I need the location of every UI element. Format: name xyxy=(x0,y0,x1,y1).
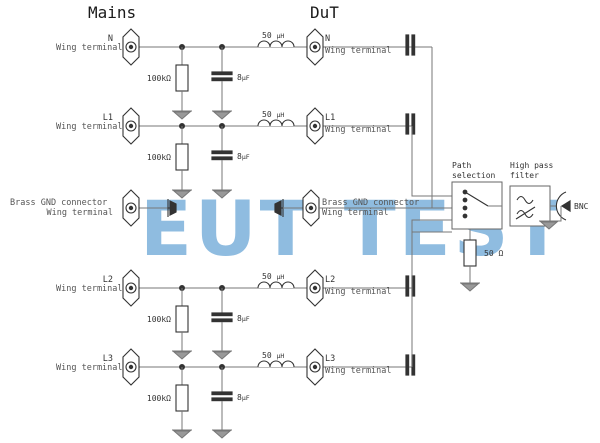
label-mains-gnd-wing: Wing terminal xyxy=(46,208,113,218)
chassis-ground-mains xyxy=(167,199,177,217)
label-inductor-L2: 50 µH xyxy=(262,272,284,281)
gnd-row: Brass GND connector Wing terminal Brass … xyxy=(10,189,452,227)
label-path-selection-line2: selection xyxy=(452,171,496,180)
wing-terminal-mains-GND[interactable] xyxy=(122,189,140,227)
switch-contact[interactable] xyxy=(462,213,468,219)
label-phase-name-dut-N: N xyxy=(325,34,330,44)
coupling-capacitor-L2 xyxy=(405,275,416,297)
path-selection-block[interactable]: Path selection xyxy=(451,161,503,230)
label-mains-wing-L2: Wing terminal xyxy=(56,284,123,294)
label-capacitor-N: 8µF xyxy=(237,73,250,82)
header-dut: DuT xyxy=(310,3,339,22)
label-dut-gnd-wing: Wing terminal xyxy=(322,208,389,218)
wing-terminal-mains-L3[interactable] xyxy=(122,348,140,386)
label-resistor-N: 100kΩ xyxy=(147,74,171,83)
termination-50ohm: 50 Ω xyxy=(460,229,503,292)
label-inductor-L1: 50 µH xyxy=(262,110,284,119)
wave-icon-bottom xyxy=(516,209,534,219)
label-high-pass-line1: High pass xyxy=(510,161,554,170)
strikethrough-icon xyxy=(515,206,536,220)
phase-row-L1: Wing terminal L1 100kΩ 8µF xyxy=(56,107,452,199)
phase-row-L2: Wing terminal L2 100kΩ 8µF xyxy=(56,219,452,360)
label-dut-brass-gnd: Brass GND connector xyxy=(322,198,419,208)
resistor-100k-N: 100kΩ xyxy=(147,47,192,120)
label-mains-wing-L3: Wing terminal xyxy=(56,363,123,373)
resistor-100k-L2: 100kΩ xyxy=(147,288,192,360)
wing-terminal-dut-L3[interactable] xyxy=(306,348,324,386)
label-dut-wing-N: Wing terminal xyxy=(325,46,392,56)
capacitor-8uf-L1: 8µF xyxy=(211,126,250,199)
label-dut-wing-L3: Wing terminal xyxy=(325,366,392,376)
wing-terminal-mains-N[interactable] xyxy=(122,28,140,66)
label-phase-name-dut-L2: L2 xyxy=(325,275,335,285)
resistor-100k-L1: 100kΩ xyxy=(147,126,192,199)
phase-row-N: Wing terminal N 100kΩ xyxy=(56,28,433,208)
label-50ohm: 50 Ω xyxy=(484,249,503,258)
label-phase-name-mains-L1: L1 xyxy=(103,113,113,123)
label-phase-name-mains-L2: L2 xyxy=(103,275,113,285)
phase-row-L3: Wing terminal L3 100kΩ 8µF xyxy=(56,231,452,439)
switch-contact[interactable] xyxy=(462,197,468,203)
label-mains-brass-gnd: Brass GND connector xyxy=(10,198,107,208)
bnc-connector[interactable]: BNC xyxy=(539,191,589,230)
coupling-capacitor-N xyxy=(405,34,416,56)
wave-icon-top xyxy=(516,195,534,205)
inductor-50uh-N: 50 µH xyxy=(257,31,295,48)
wing-terminal-dut-N[interactable] xyxy=(306,28,324,66)
switch-contact[interactable] xyxy=(462,205,468,211)
label-inductor-N: 50 µH xyxy=(262,31,284,40)
wing-terminal-mains-L1[interactable] xyxy=(122,107,140,145)
inductor-50uh-L2: 50 µH xyxy=(257,272,295,289)
capacitor-8uf-L3: 8µF xyxy=(211,367,250,439)
label-resistor-L2: 100kΩ xyxy=(147,315,171,324)
wing-terminal-dut-L2[interactable] xyxy=(306,269,324,307)
inductor-50uh-L1: 50 µH xyxy=(257,110,295,127)
coupling-capacitor-L1 xyxy=(405,113,416,135)
capacitor-8uf-L2: 8µF xyxy=(211,288,250,360)
label-high-pass-line2: filter xyxy=(510,171,539,180)
capacitor-8uf-N: 8µF xyxy=(211,47,250,120)
label-resistor-L3: 100kΩ xyxy=(147,394,171,403)
inductor-50uh-L3: 50 µH xyxy=(257,351,295,368)
wing-terminal-dut-GND[interactable] xyxy=(302,189,320,227)
header-mains: Mains xyxy=(88,3,136,22)
label-bnc: BNC xyxy=(574,202,589,211)
high-pass-filter-block[interactable]: High pass filter xyxy=(509,161,554,227)
switch-selector-arm[interactable] xyxy=(464,191,489,207)
label-mains-wing-N: Wing terminal xyxy=(56,43,123,53)
label-capacitor-L1: 8µF xyxy=(237,152,250,161)
wing-terminal-dut-L1[interactable] xyxy=(306,107,324,145)
coupling-capacitor-L3 xyxy=(405,354,416,376)
label-phase-name-dut-L3: L3 xyxy=(325,354,335,364)
label-phase-name-mains-L3: L3 xyxy=(103,354,113,364)
label-dut-wing-L2: Wing terminal xyxy=(325,287,392,297)
label-mains-wing-L1: Wing terminal xyxy=(56,122,123,132)
resistor-100k-L3: 100kΩ xyxy=(147,367,192,439)
label-phase-name-mains-N: N xyxy=(108,34,113,44)
label-capacitor-L3: 8µF xyxy=(237,393,250,402)
wing-terminal-mains-L2[interactable] xyxy=(122,269,140,307)
label-inductor-L3: 50 µH xyxy=(262,351,284,360)
label-capacitor-L2: 8µF xyxy=(237,314,250,323)
label-phase-name-dut-L1: L1 xyxy=(325,113,335,123)
label-dut-wing-L1: Wing terminal xyxy=(325,125,392,135)
label-path-selection-line1: Path xyxy=(452,161,471,170)
label-resistor-L1: 100kΩ xyxy=(147,153,171,162)
